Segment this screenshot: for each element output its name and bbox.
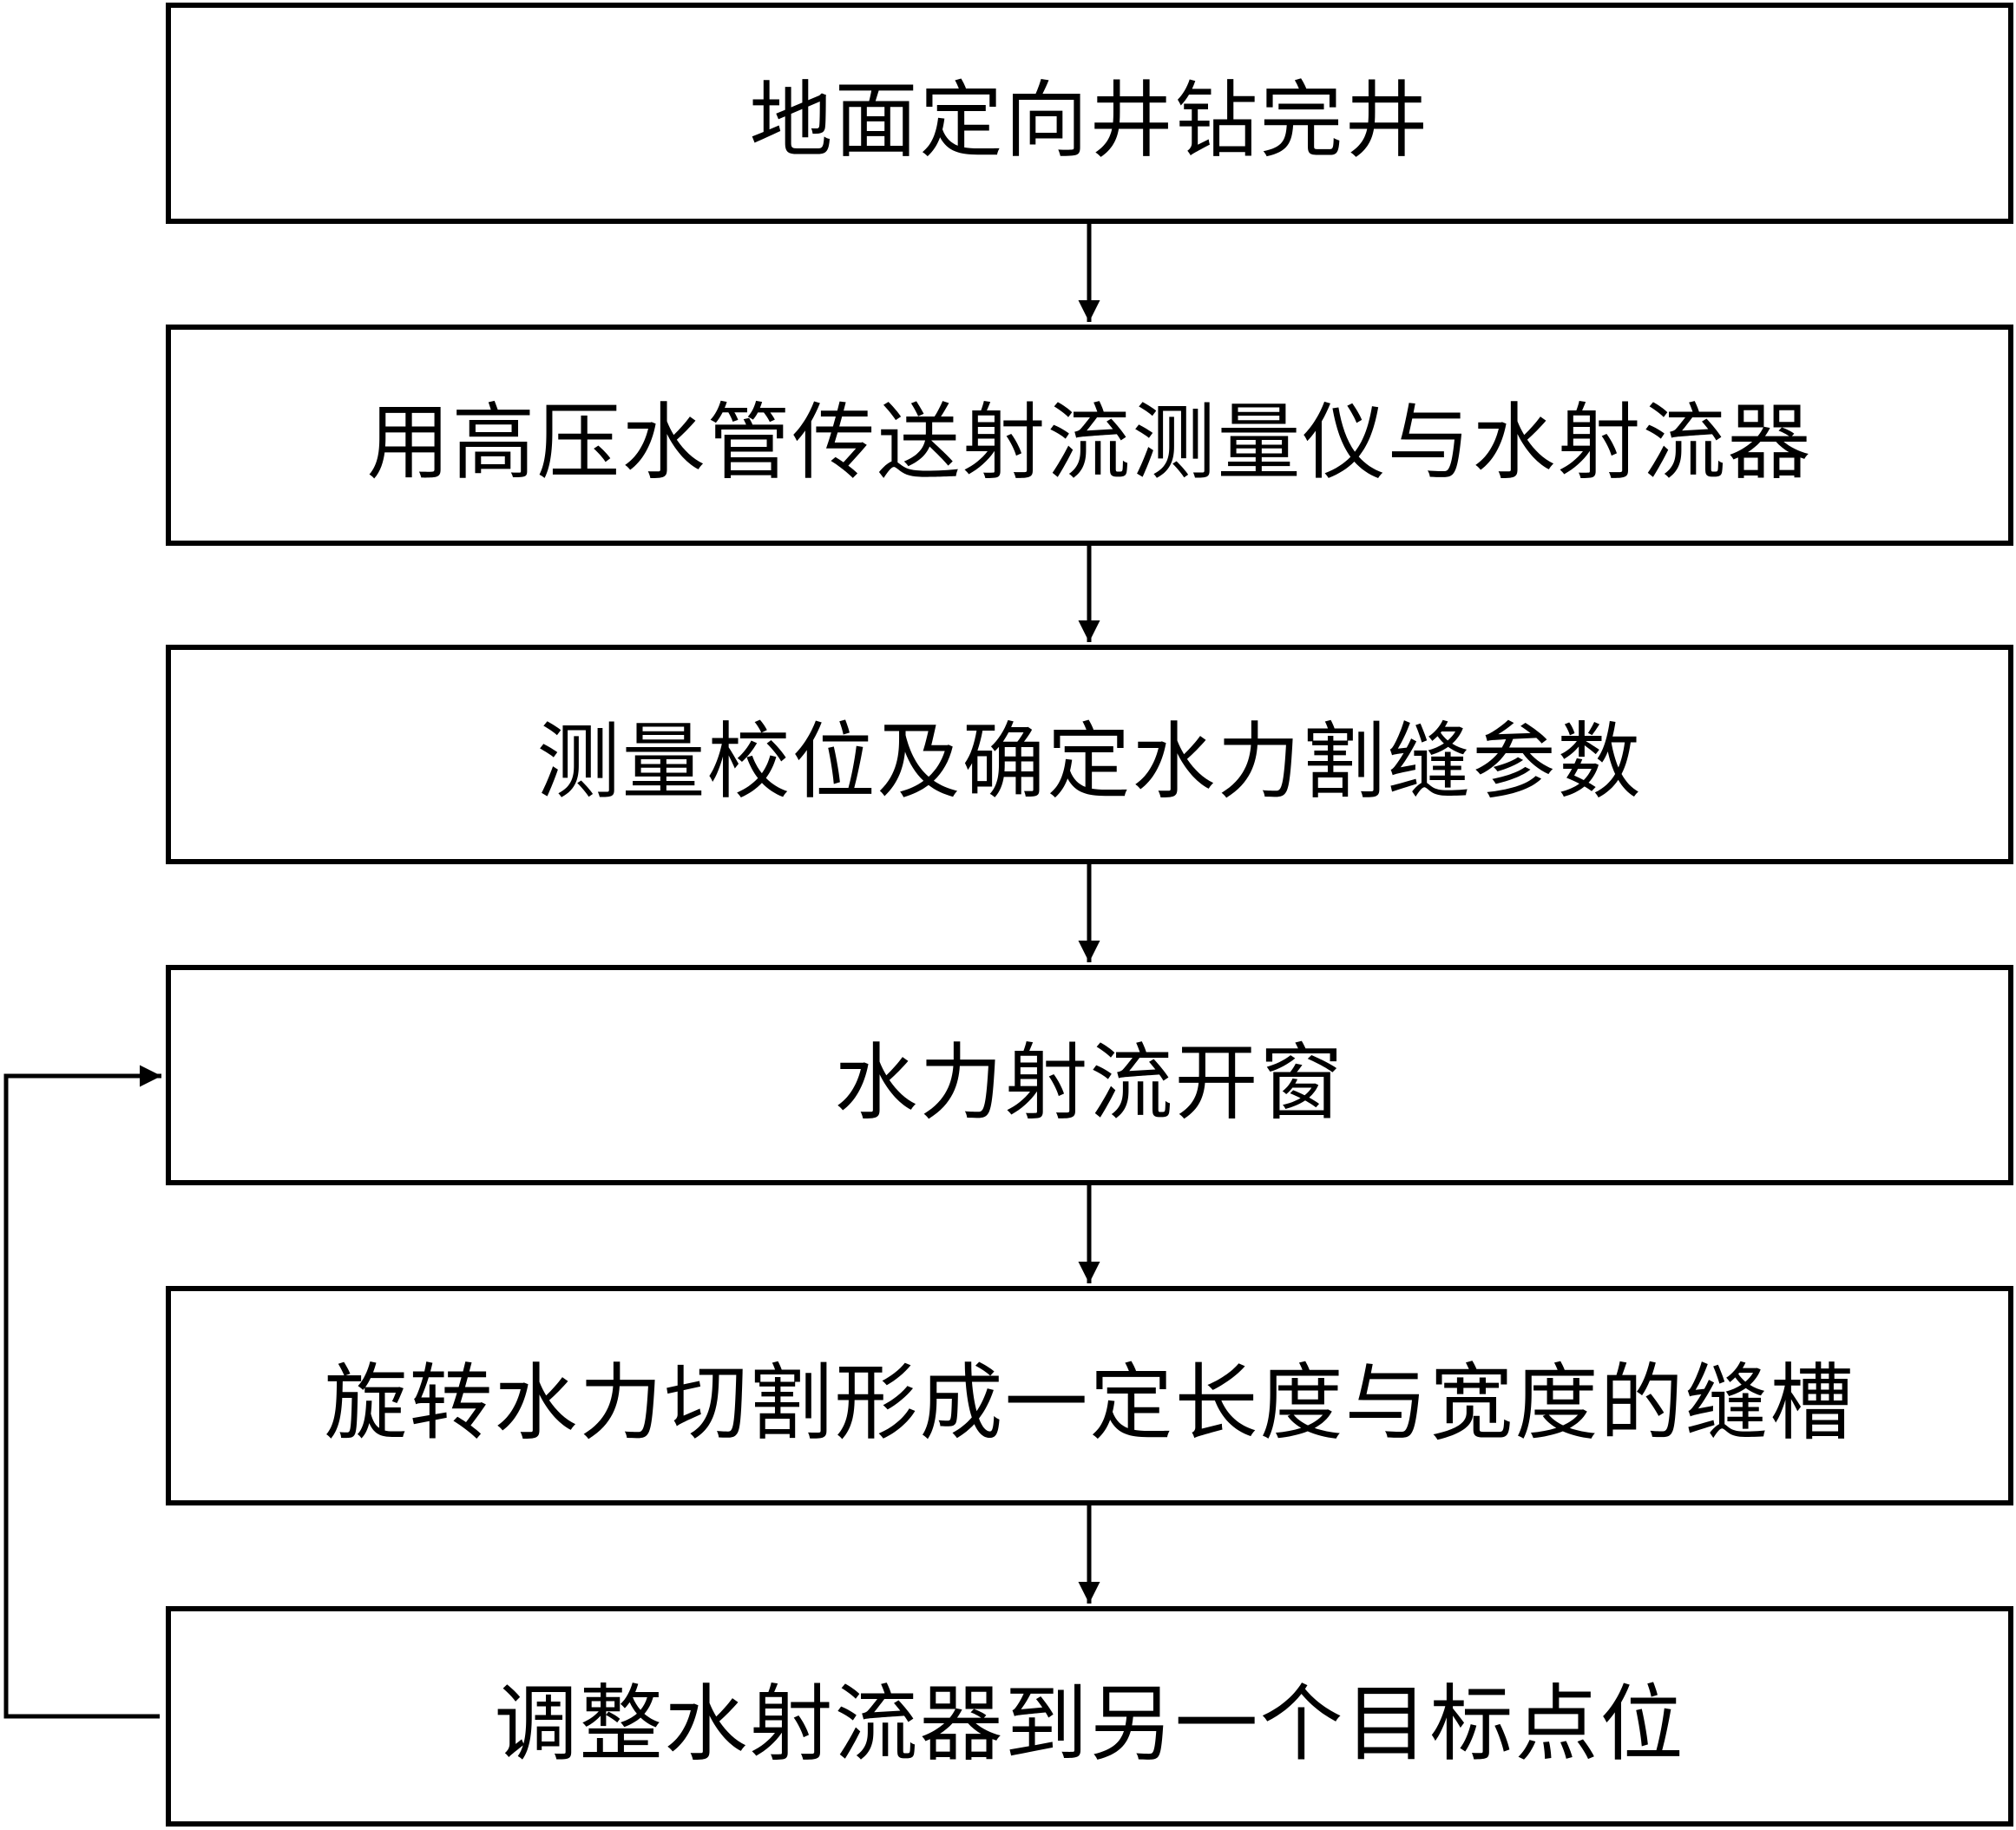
step-label-2: 用高压水管传送射流测量仪与水射流器	[366, 394, 1813, 491]
step-box-6: 调整水射流器到另一个目标点位	[166, 1606, 2013, 1827]
step-label-6: 调整水射流器到另一个目标点位	[494, 1675, 1685, 1773]
step-label-4: 水力射流开窗	[834, 1033, 1345, 1131]
step-box-3: 测量校位及确定水力割缝参数	[166, 645, 2013, 864]
step-label-3: 测量校位及确定水力割缝参数	[536, 713, 1643, 810]
step-box-4: 水力射流开窗	[166, 965, 2013, 1185]
step-box-2: 用高压水管传送射流测量仪与水射流器	[166, 325, 2013, 546]
step-box-5: 旋转水力切割形成一定长度与宽度的缝槽	[166, 1286, 2013, 1505]
step-label-1: 地面定向井钻完井	[749, 72, 1430, 169]
loop-back-arrow	[3, 1065, 161, 1719]
step-box-1: 地面定向井钻完井	[166, 3, 2013, 224]
step-label-5: 旋转水力切割形成一定长度与宽度的缝槽	[324, 1354, 1855, 1452]
